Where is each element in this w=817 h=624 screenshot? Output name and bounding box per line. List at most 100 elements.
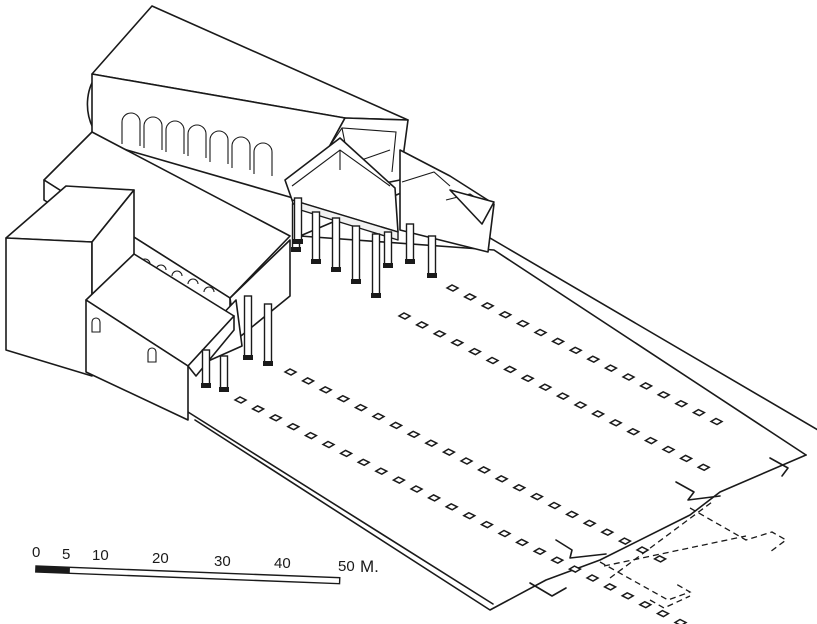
pier-footing (479, 520, 494, 529)
pier-footing (520, 374, 535, 383)
pier-footing (591, 410, 606, 418)
pier-footing (550, 556, 565, 565)
scale-tick-40: 40 (274, 555, 291, 572)
pier-footing (485, 356, 500, 365)
scale-bar-body (35, 565, 341, 585)
column-base (351, 279, 361, 284)
pier-footing (709, 417, 724, 426)
pier-footing (533, 328, 548, 337)
pier-footing (673, 618, 688, 624)
pier-footing (621, 373, 636, 381)
pier-footing (555, 392, 570, 400)
pier-footing (480, 301, 495, 310)
scale-bar-filled-segment (35, 566, 70, 574)
pier-footing (515, 319, 530, 328)
pier-footing (286, 422, 301, 431)
pier-footing (268, 413, 283, 422)
pier-footing (251, 405, 266, 413)
pier-footing (303, 431, 318, 440)
front-tower-block (5, 185, 235, 421)
pier-footing (635, 546, 650, 554)
column-base (243, 355, 253, 360)
pier-footing (389, 421, 404, 430)
column (219, 355, 229, 391)
pier-footing (638, 600, 653, 609)
pier-footing (321, 440, 336, 449)
pier-footing (391, 476, 406, 484)
pier-footing (353, 403, 368, 412)
pier-footing (691, 408, 706, 417)
pier-footing (582, 519, 597, 528)
pier-footing (626, 427, 641, 436)
column-base (405, 259, 415, 264)
pier-footing (415, 321, 430, 329)
pier-footing (374, 467, 389, 476)
pier-footing (424, 439, 439, 448)
pier-footing (336, 394, 351, 403)
pier-footing (498, 310, 513, 319)
pier-footing (371, 412, 386, 421)
scale-bar: 0 5 10 20 30 40 50 M. (32, 544, 379, 585)
column-base (331, 267, 341, 272)
pier-footing (503, 365, 518, 374)
column (263, 303, 273, 365)
pier-footing (445, 284, 460, 292)
pier-footing (547, 501, 562, 510)
column-base (427, 273, 437, 278)
pier-footing (656, 390, 671, 399)
column (201, 349, 211, 387)
scale-tick-0: 0 (32, 544, 40, 561)
pier-footing (696, 463, 711, 472)
atrium-pier-rows (233, 284, 724, 624)
pier-footing (233, 396, 248, 404)
clerestory-windows (121, 112, 273, 176)
column-base (201, 383, 211, 388)
column (243, 295, 253, 359)
pier-footing (318, 385, 333, 394)
column (311, 211, 321, 263)
pier-footing (427, 494, 442, 502)
pier-footing (620, 591, 635, 600)
pier-footing (608, 418, 623, 427)
column-base (311, 259, 321, 264)
pier-footing (586, 355, 601, 364)
scale-tick-30: 30 (214, 553, 231, 570)
pier-footing (661, 445, 676, 454)
pier-footing (497, 529, 512, 538)
column-base (371, 293, 381, 298)
pier-footing (573, 401, 588, 409)
pier-footing (551, 337, 566, 346)
pier-footing (567, 565, 582, 573)
column (331, 217, 341, 271)
column-base (263, 361, 273, 366)
column (293, 197, 303, 243)
pier-footing (603, 583, 618, 591)
pier-footing (674, 399, 689, 408)
pier-footing (441, 448, 456, 456)
column-base (291, 247, 301, 252)
pier-footing (655, 609, 670, 618)
pier-footing (459, 457, 474, 465)
column-base (293, 239, 303, 244)
scale-tick-10: 10 (92, 547, 109, 564)
dashed-gatehouse (599, 501, 788, 609)
scale-unit: M. (360, 557, 379, 576)
pier-footing (463, 293, 478, 301)
scale-tick-20: 20 (152, 550, 169, 567)
pier-footing (653, 555, 668, 563)
pier-footing (532, 547, 547, 556)
pier-footing (494, 474, 509, 483)
pier-footing (477, 466, 492, 474)
pier-footing (643, 436, 658, 445)
column (405, 223, 415, 263)
column (383, 231, 393, 267)
column (351, 225, 361, 283)
column-base (219, 387, 229, 392)
pier-footing (283, 368, 298, 376)
column (371, 233, 381, 297)
pier-footing (639, 382, 654, 390)
column (427, 235, 437, 277)
pier-footing (617, 537, 632, 545)
scale-tick-5: 5 (62, 546, 70, 563)
